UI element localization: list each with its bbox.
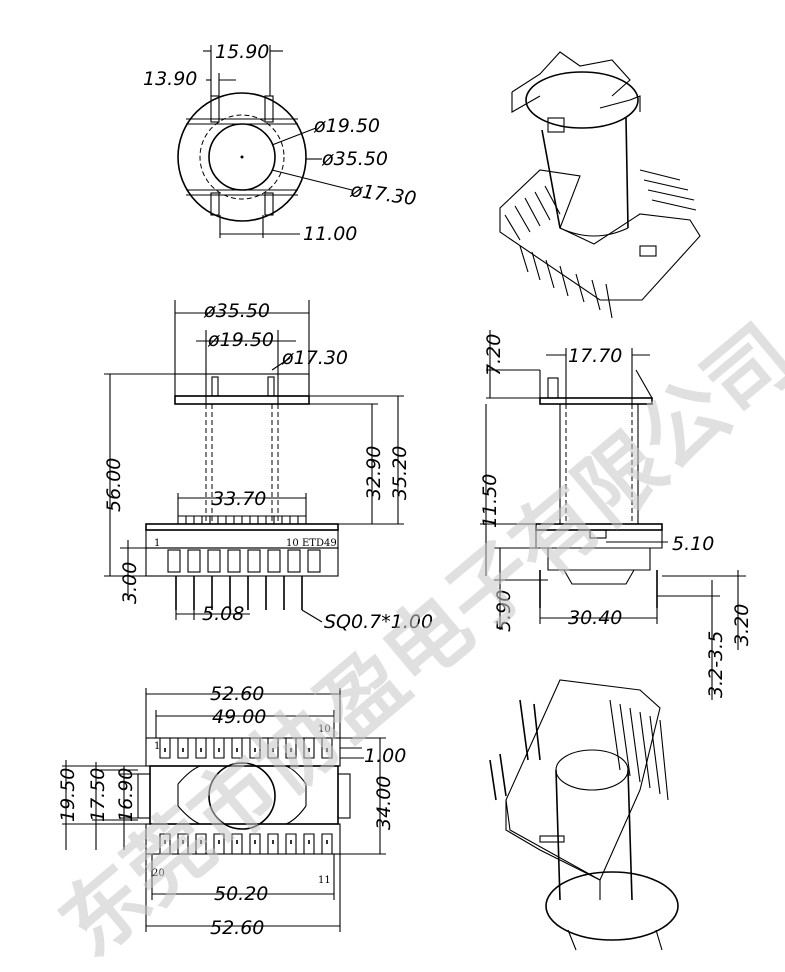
dim-17-50: 17.50 (87, 768, 109, 822)
watermark-text: 东莞市协盈电子有限公司 (42, 306, 785, 972)
iso-view-top (499, 51, 701, 319)
iso-bottom-pins (489, 699, 669, 843)
bottom-pin-20: 20 (152, 868, 165, 879)
dim-front-phi-35-50: ø35.50 (203, 300, 270, 322)
iso-view-bottom (489, 679, 679, 951)
dim-front-phi-19-50: ø19.50 (207, 329, 274, 351)
dim-5-90: 5.90 (493, 590, 515, 632)
bottom-top-slots (159, 738, 333, 759)
bottom-lower-slots (159, 833, 333, 854)
bottom-pin-10: 10 (318, 724, 331, 735)
dim-15-90: 15.90 (215, 41, 269, 63)
front-pin-label-1: 1 (154, 538, 160, 549)
dim-56-00: 56.00 (103, 458, 125, 512)
dim-phi-17-30: ø17.30 (348, 179, 417, 210)
dim-17-70: 17.70 (568, 345, 622, 367)
front-model-mark: ETD49 (302, 538, 337, 549)
dim-52-60-top: 52.60 (210, 683, 264, 705)
dim-phi-19-50: ø19.50 (313, 115, 380, 137)
dim-50-20: 50.20 (214, 883, 268, 905)
dim-52-60-bottom: 52.60 (210, 917, 264, 939)
dim-34-00: 34.00 (373, 776, 395, 830)
dim-11-00: 11.00 (303, 223, 357, 245)
flange-outline (177, 92, 307, 222)
dim-7-20: 7.20 (483, 334, 505, 376)
dim-phi-35-50: ø35.50 (321, 148, 388, 170)
front-pin-label-10: 10 (286, 538, 299, 549)
dim-49-00: 49.00 (212, 706, 266, 728)
top-view: 15.90 13.90 ø19.50 ø35.50 ø17.30 11.00 (143, 41, 418, 245)
side-view: 7.20 17.70 11.50 5.10 5.90 30.40 3.2-3.5… (479, 330, 753, 700)
dim-3-00: 3.00 (119, 562, 141, 604)
dim-35-20: 35.20 (389, 446, 411, 500)
dim-3-20: 3.20 (731, 604, 753, 646)
bottom-pin-1: 1 (154, 741, 160, 752)
dim-32-90: 32.90 (363, 446, 385, 500)
dim-30-40: 30.40 (568, 607, 622, 629)
bottom-tube-circle (208, 762, 276, 830)
dim-16-90: 16.90 (115, 768, 137, 822)
dim-front-phi-17-30: ø17.30 (281, 347, 348, 369)
dim-13-90: 13.90 (143, 68, 197, 90)
dim-3-2-3-5: 3.2-3.5 (705, 631, 727, 698)
center-point (240, 155, 244, 159)
dim-19-50: 19.50 (57, 768, 79, 822)
bottom-pin-11: 11 (318, 875, 331, 886)
front-pin-slots (167, 549, 321, 573)
bottom-view: 1 10 11 20 52.60 49.00 1.00 34.00 19.50 (57, 683, 406, 939)
dim-5-08: 5.08 (202, 603, 244, 625)
front-comb (177, 515, 307, 524)
dim-1-00: 1.00 (364, 745, 406, 767)
iso-top-pins (504, 169, 697, 319)
front-pins (175, 576, 303, 610)
dim-33-70: 33.70 (212, 488, 266, 510)
pin-spec: SQ0.7*1.00 (324, 611, 433, 633)
hidden-circle (199, 114, 285, 200)
front-view: 1 10 ETD49 ø35.50 ø19.50 ø17.30 56.00 32… (103, 300, 433, 633)
dim-11-50: 11.50 (479, 474, 501, 528)
dim-5-10: 5.10 (672, 533, 714, 555)
